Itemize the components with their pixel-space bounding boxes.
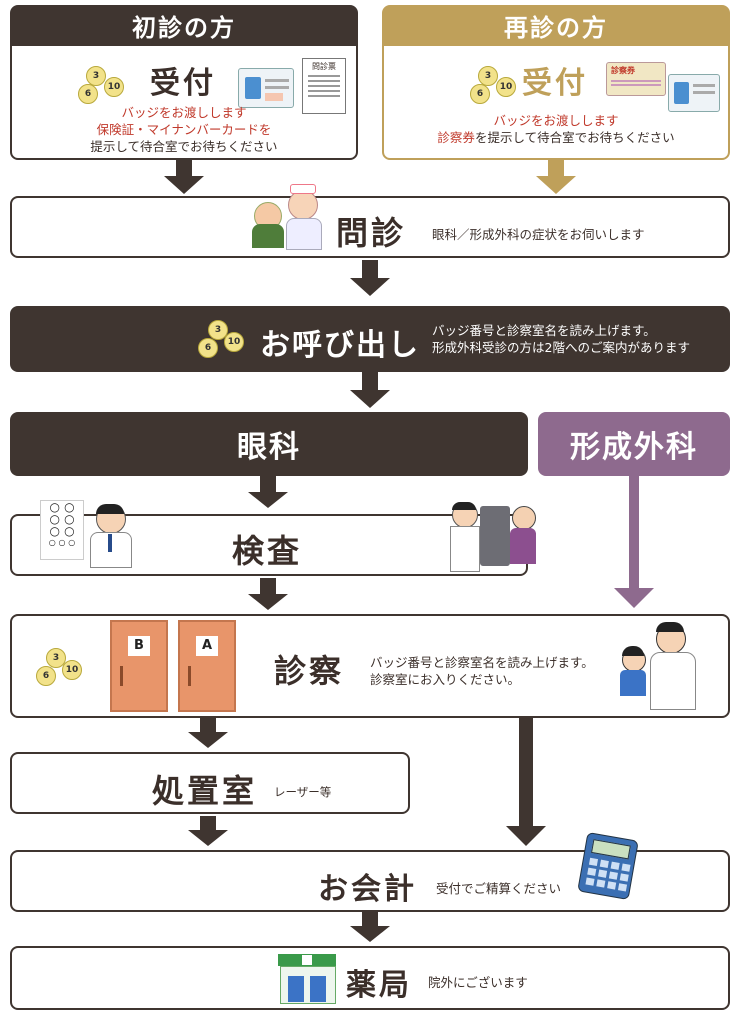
return-visit-line2: 診察券を提示して待合室でお待ちください [437,130,675,145]
arrow-down-icon [248,476,288,508]
eye-exam-illustration [450,502,542,574]
call-line2: 形成外科受診の方は2階へのご案内があります [432,340,690,355]
number-badge: 10 [104,77,124,97]
door-a-icon: A [178,620,236,712]
number-badge: 6 [36,666,56,686]
interview-box: 問診 眼科／形成外科の症状をお伺いします [10,184,730,258]
patient-card-icon: 診察券 [606,62,666,96]
number-badge: 10 [224,332,244,352]
pharmacy-note: 院外にございます [428,975,528,990]
arrow-down-icon [536,160,576,194]
first-visit-instructions: バッジをお渡しします 保険証・マイナンバーカードを 提示して待合室でお待ちくださ… [12,104,356,155]
consultation-box: 3 6 10 B A 診察 バッジ番号と診察室名を読み上げます。 診察室にお入り… [10,614,730,718]
arrow-down-icon [248,578,288,610]
consultation-title: 診察 [274,652,345,690]
treatment-room-box: 処置室 レーザー等 [10,752,410,814]
door-b-icon: B [110,620,168,712]
number-badge: 3 [86,66,106,86]
patient-card-label: 診察券 [611,66,635,75]
first-visit-tab: 初診の方 [10,5,358,45]
consultation-line1: バッジ番号と診察室名を読み上げます。 [370,655,594,670]
arrow-down-icon [350,260,390,296]
number-badge: 10 [496,77,516,97]
eye-chart-icon: ○ ○○ ○○ ○○ ○ ○ [40,500,84,560]
consultation-description: バッジ番号と診察室名を読み上げます。 診察室にお入りください。 [370,654,594,688]
interview-title: 問診 [336,214,407,252]
number-badge: 3 [208,320,228,340]
plastic-surgery-header: 形成外科 [538,412,730,476]
return-visit-tab: 再診の方 [382,5,730,45]
pharmacy-title: 薬局 [346,968,412,1003]
return-visit-title: 受付 [522,66,588,101]
arrow-down-icon [506,718,546,846]
arrow-down-icon [188,718,228,748]
return-visit-instructions: バッジをお渡しします 診察券を提示して待合室でお待ちください [384,112,728,146]
exam-title: 検査 [232,532,303,570]
pharmacy-box: 薬局 院外にございます [10,946,730,1010]
first-visit-title: 受付 [150,66,216,101]
door-a-label: A [196,636,218,656]
questionnaire-form-label: 問診票 [312,62,336,71]
treatment-room-title: 処置室 [152,772,258,810]
number-badge: 6 [470,84,490,104]
id-card-icon [668,74,720,112]
payment-title: お会計 [318,872,417,907]
return-visit-tab-label: 再診の方 [504,13,608,42]
first-visit-line2: 保険証・マイナンバーカードを [96,122,272,137]
number-badge: 6 [198,338,218,358]
treatment-room-note: レーザー等 [274,785,332,799]
questionnaire-form-icon: 問診票 [302,58,346,114]
return-visit-reception-box: 3 6 10 受付 診察券 バッジをお渡しします 診察券を提示して待合室でお待ち… [382,44,730,160]
first-visit-tab-label: 初診の方 [132,13,236,42]
payment-note: 受付でご精算ください [436,881,562,896]
consultation-line2: 診察室にお入りください。 [370,672,521,687]
interview-description: 眼科／形成外科の症状をお伺いします [432,227,645,242]
payment-box: お会計 受付でご精算ください [10,831,730,912]
ophthalmology-label: 眼科 [237,430,301,465]
calculator-icon [577,831,639,901]
call-description: バッジ番号と診察室名を読み上げます。 形成外科受診の方は2階へのご案内があります [432,322,690,356]
number-badge: 6 [78,84,98,104]
arrow-down-icon [350,912,390,942]
ophthalmology-header: 眼科 [10,412,528,476]
id-card-icon [238,68,294,108]
exam-box: ○ ○○ ○○ ○○ ○ ○ 検査 [10,500,536,576]
call-title: お呼び出し [260,328,420,363]
nurse-patient-illustration [250,184,326,252]
arrow-down-icon [350,372,390,408]
arrow-down-icon [188,816,228,846]
number-badge: 3 [478,66,498,86]
first-visit-line1: バッジをお渡しします [121,105,247,120]
number-badge: 10 [62,660,82,680]
arrow-down-icon [614,476,654,608]
first-visit-line3: 提示して待合室でお待ちください [90,139,278,154]
doctor-illustration [88,504,134,568]
pharmacy-building-icon [278,954,336,1004]
arrow-down-icon [164,160,204,194]
call-line1: バッジ番号と診察室名を読み上げます。 [432,323,656,338]
call-box: 3 6 10 お呼び出し バッジ番号と診察室名を読み上げます。 形成外科受診の方… [10,306,730,372]
plastic-surgery-label: 形成外科 [570,430,698,465]
return-visit-line1: バッジをお渡しします [493,113,619,128]
first-visit-reception-box: 3 6 10 受付 問診票 バッジをお渡しします 保険証・マイナンバーカードを … [10,44,358,160]
doctor-child-illustration [618,620,704,714]
number-badge: 3 [46,648,66,668]
door-b-label: B [128,636,150,656]
